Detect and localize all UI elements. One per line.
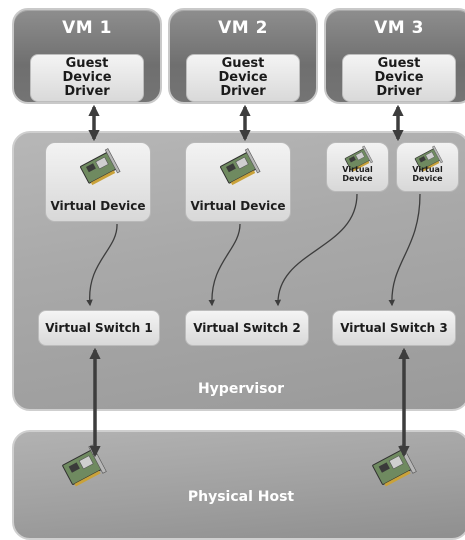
virtual-switch-1-label: Virtual Switch 1 <box>45 321 153 335</box>
virtual-device-2: Virtual Device <box>185 142 291 222</box>
physical-host-label: Physical Host <box>187 489 295 505</box>
vm-1-title: VM 1 <box>62 18 112 38</box>
virtual-device-3: Virtual Device <box>326 142 389 192</box>
virtual-device-4-label: Virtual Device <box>412 165 443 183</box>
network-card-icon <box>220 148 261 186</box>
network-card-icon <box>414 145 444 172</box>
network-card-icon <box>80 148 121 186</box>
vm-2-box: VM 2 Guest Device Driver <box>168 8 318 104</box>
vm-3-box: VM 3 Guest Device Driver <box>324 8 465 104</box>
virtual-switch-3: Virtual Switch 3 <box>332 310 456 346</box>
virtual-switch-1: Virtual Switch 1 <box>38 310 160 346</box>
virtual-device-2-label: Virtual Device <box>190 199 286 213</box>
virtual-device-3-label: Virtual Device <box>342 165 373 183</box>
physical-nic-2-icon <box>372 444 417 487</box>
virtual-device-1-label: Virtual Device <box>50 199 146 213</box>
device2-switch2-link <box>208 223 241 307</box>
virtual-device-1: Virtual Device <box>45 142 151 222</box>
physical-host-panel: Physical Host <box>12 430 465 540</box>
vm-1-box: VM 1 Guest Device Driver <box>12 8 162 104</box>
vm-1-guest-driver: Guest Device Driver <box>30 54 144 102</box>
virtual-switch-2: Virtual Switch 2 <box>185 310 309 346</box>
device3-switch2-link <box>274 193 358 307</box>
vm-2-guest-driver: Guest Device Driver <box>186 54 300 102</box>
network-card-icon <box>344 145 374 172</box>
virtual-device-4: Virtual Device <box>396 142 459 192</box>
vm-2-title: VM 2 <box>218 18 268 38</box>
hypervisor-label: Hypervisor <box>197 381 285 397</box>
vm-3-guest-driver: Guest Device Driver <box>342 54 456 102</box>
vm-3-title: VM 3 <box>374 18 424 38</box>
virtual-switch-2-label: Virtual Switch 2 <box>193 321 301 335</box>
device4-switch3-link <box>388 193 421 307</box>
virtual-switch-3-label: Virtual Switch 3 <box>340 321 448 335</box>
device1-switch1-link <box>86 223 118 307</box>
